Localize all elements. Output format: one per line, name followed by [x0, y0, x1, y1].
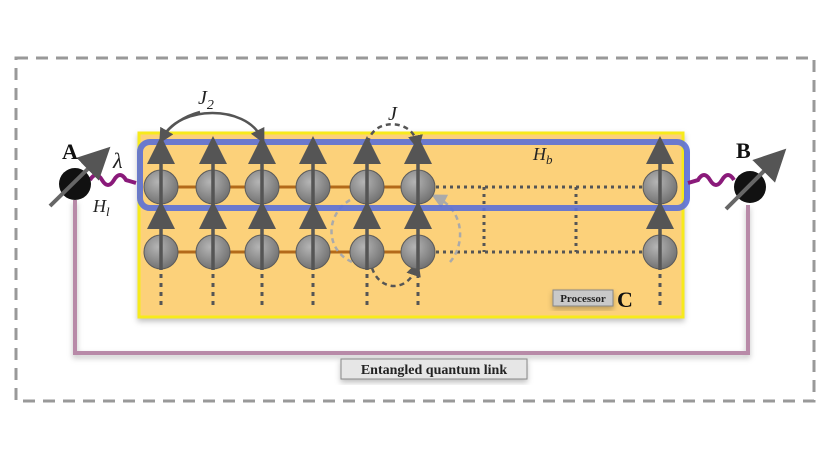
- spin-row-bottom: [143, 201, 678, 270]
- link-label-bg: [340, 358, 528, 380]
- spin-arrow-icon: [295, 136, 331, 205]
- interaction-loop-bottom: [370, 260, 421, 288]
- label-h-local: Hl: [92, 196, 110, 219]
- processor-tag-label: Processor: [560, 293, 606, 305]
- spin-arrow-icon: [349, 201, 385, 270]
- qubit-a: [48, 146, 137, 208]
- label-qubit-a: A: [62, 139, 78, 164]
- link-label: Entangled quantum link: [361, 363, 507, 378]
- interaction-loop-gray: [330, 198, 462, 264]
- j2-coupling-arc-start: [159, 110, 201, 144]
- qubit-b: [687, 148, 787, 211]
- label-qubit-b: B: [736, 138, 751, 163]
- processor-box: [137, 131, 685, 319]
- entangled-link-line: [73, 200, 750, 355]
- spin-arrow-icon: [642, 201, 678, 270]
- spin-arrow-icon: [244, 201, 280, 270]
- processor-tag-bg: [552, 289, 614, 307]
- label-lambda: λ: [112, 148, 123, 173]
- spin-arrow-icon: [295, 201, 331, 270]
- spin-arrow-icon: [642, 136, 678, 205]
- wiggle-a: [88, 173, 137, 187]
- processor-letter: C: [617, 287, 633, 312]
- outer-dashed-frame: [14, 56, 816, 403]
- label-h-bus: Hb: [532, 144, 553, 167]
- spin-arrow-icon: [400, 201, 436, 270]
- label-j2: J2: [198, 87, 214, 113]
- wiggle-b: [687, 173, 736, 187]
- spin-arrow-icon: [143, 136, 179, 205]
- spin-arrow-icon: [143, 201, 179, 270]
- spin-arrow-icon: [195, 201, 231, 270]
- spin-arrow-icon: [244, 136, 280, 205]
- label-j: J: [388, 103, 398, 125]
